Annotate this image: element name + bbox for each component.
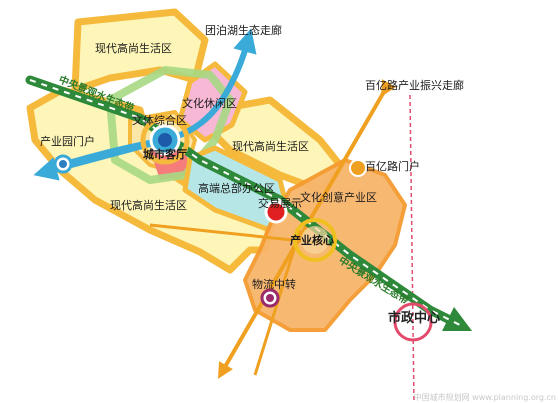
baiyi-corridor-axis [217,79,396,379]
node-trade-exhibition [264,200,288,224]
label-baiyi-gateway: 百亿路门户 [365,159,420,173]
label-residential-mid-right: 现代高尚生活区 [232,139,309,153]
label-creative-industry: 文化创意产业区 [300,190,377,204]
node-city-living-room [140,115,190,165]
boundary-line [409,94,415,403]
water-eco-corridor [25,75,473,332]
label-industry-gateway: 产业园门户 [40,134,95,148]
node-industry-core [293,218,337,262]
label-cultural-leisure: 文化休闲区 [182,96,237,110]
label-residential-bottom: 现代高尚生活区 [110,198,187,212]
label-civic-center: 市政中心 [388,310,440,326]
label-trade-exhibition: 交易展示 [258,196,302,210]
watermark: 中国城市规划网 www.planning.org.cn [414,392,556,402]
label-city-living-room: 城市客厅 [143,147,187,161]
node-baiyi-gateway [349,159,367,177]
node-industry-gateway [53,154,73,174]
green-ring [106,66,234,184]
label-tuanbo-corridor: 团泊湖生态走廊 [205,23,282,37]
label-baiyi-corridor: 百亿路产业振兴走廊 [365,78,464,92]
label-industry-core: 产业核心 [290,233,334,247]
label-cultural-complex: 文体综合区 [132,113,187,127]
node-civic-center [393,302,433,342]
label-logistics: 物流中转 [252,277,296,291]
label-residential-top: 现代高尚生活区 [95,41,172,55]
label-hq-office: 高端总部办公区 [198,181,275,195]
node-logistics [260,288,280,308]
